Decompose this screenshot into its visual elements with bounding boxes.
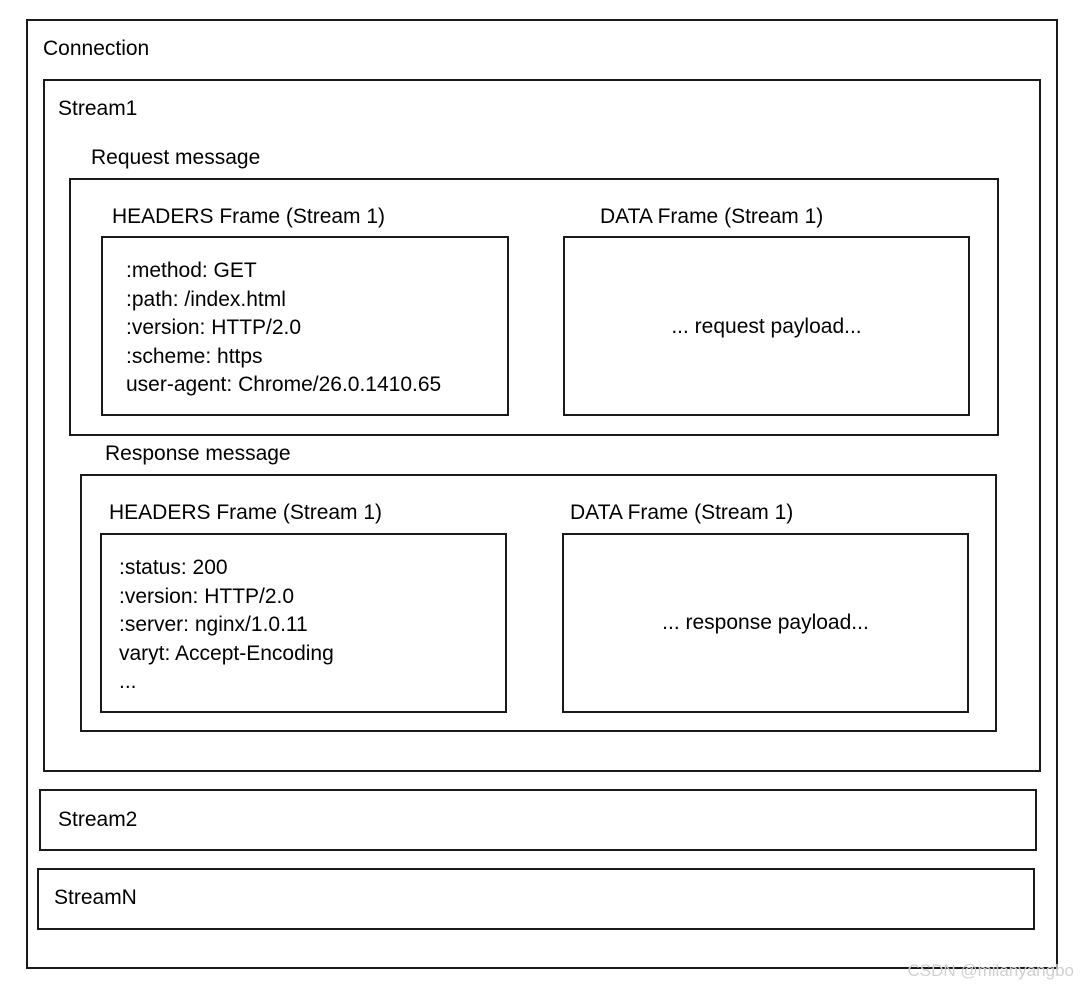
response-data-frame-box: ... response payload... (562, 533, 969, 713)
response-header-list: :status: 200 :version: HTTP/2.0 :server:… (119, 554, 334, 697)
request-header-list: :method: GET :path: /index.html :version… (126, 257, 441, 400)
stream2-box (39, 789, 1037, 851)
stream2-label: Stream2 (58, 808, 138, 831)
request-payload: ... request payload... (671, 315, 862, 338)
header-line-status: :status: 200 (119, 556, 228, 579)
streamN-box (37, 868, 1035, 930)
request-message-label: Request message (91, 146, 261, 169)
response-headers-frame-title: HEADERS Frame (Stream 1) (109, 501, 383, 524)
header-line-version: :version: HTTP/2.0 (126, 316, 302, 339)
header-line-user-agent: user-agent: Chrome/26.0.1410.65 (126, 373, 442, 396)
response-message-label: Response message (105, 442, 291, 465)
request-data-frame-box: ... request payload... (563, 236, 970, 416)
watermark-text: CSDN @milanyangbo (907, 961, 1074, 980)
header-line-version: :version: HTTP/2.0 (119, 584, 295, 608)
request-headers-frame-box: :method: GET :path: /index.html :version… (101, 236, 509, 416)
header-line-ellipsis: ... (119, 670, 137, 693)
header-line-server: :server: nginx/1.0.11 (119, 613, 308, 636)
response-data-frame-title: DATA Frame (Stream 1) (570, 501, 794, 524)
header-line-scheme: :scheme: https (126, 344, 263, 368)
header-line-path: :path: /index.html (126, 287, 286, 311)
header-line-method: :method: GET (126, 259, 257, 282)
connection-label: Connection (43, 37, 150, 60)
request-data-frame-title: DATA Frame (Stream 1) (600, 205, 824, 228)
header-line-vary: varyt: Accept-Encoding (119, 641, 334, 665)
request-headers-frame-title: HEADERS Frame (Stream 1) (112, 205, 386, 228)
streamN-label: StreamN (54, 886, 137, 909)
response-payload: ... response payload... (662, 611, 869, 634)
response-headers-frame-box: :status: 200 :version: HTTP/2.0 :server:… (100, 533, 507, 713)
stream1-label: Stream1 (58, 97, 138, 120)
